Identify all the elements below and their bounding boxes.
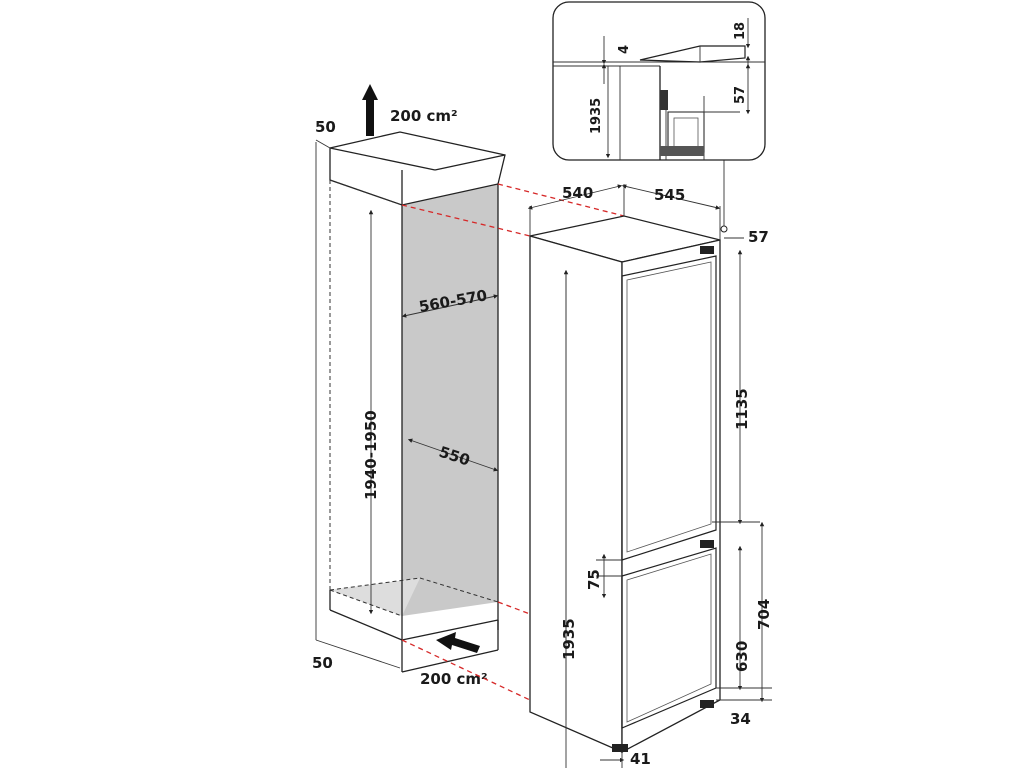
- niche-back-wall: [402, 184, 498, 616]
- vent-arrow-bottom: [436, 632, 480, 653]
- upper-door-label: 1135: [733, 388, 751, 430]
- door-gap-label: 75: [585, 569, 603, 590]
- vent-bottom-label: 200 cm²: [420, 670, 488, 688]
- cabinet-niche: [315, 131, 506, 673]
- appliance-depth-label: 540: [562, 184, 593, 202]
- detail-18-label: 18: [733, 22, 748, 40]
- top-clearance-label: 57: [748, 228, 769, 246]
- detail-1935-label: 1935: [589, 98, 604, 134]
- gap-bottom-label: 50: [312, 654, 333, 672]
- detail-inset: [552, 1, 766, 161]
- lower-section-label: 704: [755, 599, 773, 630]
- niche-height-label: 1940-1950: [362, 410, 380, 500]
- detail-4-label: 4: [617, 45, 632, 54]
- base-offset-label: 41: [630, 750, 651, 768]
- vent-top-label: 200 cm²: [390, 107, 458, 125]
- vent-arrow-top: [362, 84, 378, 136]
- gap-top-label: 50: [315, 118, 336, 136]
- lower-door-label: 630: [733, 641, 751, 672]
- plinth-offset-label: 34: [730, 710, 751, 728]
- appliance: [529, 215, 721, 754]
- appliance-width-label: 545: [654, 186, 685, 204]
- detail-57-label: 57: [733, 86, 748, 104]
- appliance-height-label: 1935: [560, 618, 578, 660]
